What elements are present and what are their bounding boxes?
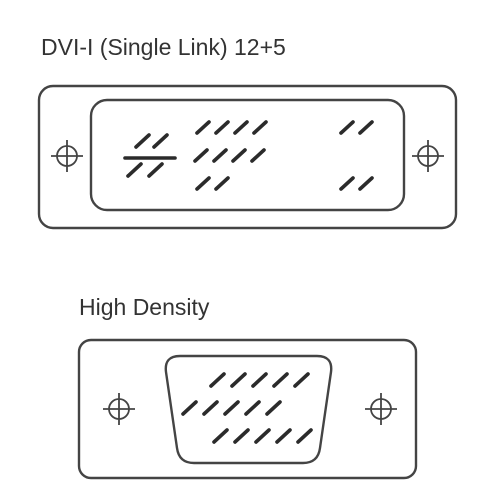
pin [339, 120, 355, 135]
high-density-pins [181, 372, 313, 444]
pin [147, 162, 164, 178]
pin [254, 428, 271, 444]
dvi-connector-title: DVI-I (Single Link) 12+5 [41, 34, 286, 60]
high-density-shell [77, 338, 418, 480]
pin [339, 176, 355, 191]
pin [195, 176, 211, 191]
pin [181, 400, 198, 416]
pin [296, 428, 313, 444]
pin [193, 148, 209, 163]
pin [233, 428, 250, 444]
dvi-shell [37, 84, 458, 230]
high-density-right-mounting-hole [365, 393, 397, 425]
high-density-connector-title: High Density [79, 294, 210, 320]
dvi-analog-pins [123, 133, 177, 178]
pin [275, 428, 292, 444]
pin [231, 148, 247, 163]
pin [358, 120, 374, 135]
pin [202, 400, 219, 416]
high-density-connector [77, 338, 418, 480]
pin [195, 120, 211, 135]
pin [126, 162, 143, 178]
pin [244, 400, 261, 416]
dvi-right-mounting-hole [412, 140, 444, 172]
pin [212, 428, 229, 444]
pin [214, 176, 230, 191]
dvi-right-pins [339, 120, 374, 191]
pin [358, 176, 374, 191]
pin [214, 120, 230, 135]
dvi-connector [37, 84, 458, 230]
dvi-left-mounting-hole [51, 140, 83, 172]
pin [252, 120, 268, 135]
pin [209, 372, 226, 388]
pin [233, 120, 249, 135]
pin [265, 400, 282, 416]
dvi-digital-pins [193, 120, 268, 191]
high-density-inner-housing [164, 354, 333, 465]
pin [223, 400, 240, 416]
pin [152, 133, 169, 149]
dvi-inner-housing [89, 98, 406, 212]
pin [212, 148, 228, 163]
pin [250, 148, 266, 163]
pin [272, 372, 289, 388]
pin [230, 372, 247, 388]
pin [293, 372, 310, 388]
high-density-left-mounting-hole [103, 393, 135, 425]
pin [134, 133, 151, 149]
pin [251, 372, 268, 388]
